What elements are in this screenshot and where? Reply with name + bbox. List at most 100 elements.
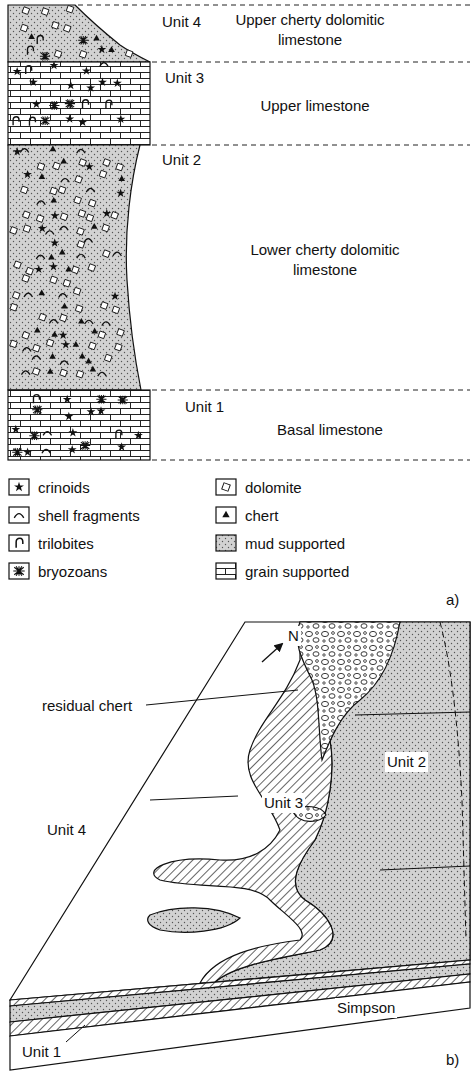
- drawing-stroke: [87, 407, 96, 415]
- drawing-stroke: [78, 36, 88, 45]
- symbol: [46, 339, 54, 347]
- figure-label: Unit 3: [165, 68, 204, 88]
- drawing-stroke: [10, 227, 18, 235]
- symbol: [10, 340, 18, 348]
- symbol: [51, 331, 58, 337]
- symbol: [28, 33, 35, 39]
- drawing-stroke: [60, 226, 69, 230]
- figure-label: Unit 4: [162, 12, 201, 32]
- symbol: [78, 210, 86, 218]
- symbol: [32, 356, 41, 360]
- drawing-stroke: [33, 395, 39, 404]
- symbol: [78, 318, 85, 324]
- symbol: [60, 158, 67, 164]
- drawing-stroke: [103, 250, 111, 258]
- symbol: [63, 395, 72, 403]
- drawing-stroke: [113, 78, 122, 86]
- drawing-stroke: [76, 370, 84, 378]
- symbol: [32, 405, 42, 414]
- symbol: [116, 430, 122, 439]
- symbol: [61, 303, 68, 309]
- drawing-stroke: [12, 292, 20, 300]
- symbol: [22, 7, 30, 15]
- symbol: [116, 163, 124, 171]
- drawing-stroke: [113, 252, 122, 256]
- drawing-stroke: [26, 66, 32, 75]
- swatch-box: [216, 535, 236, 551]
- drawing-stroke: [32, 100, 41, 108]
- drawing-stroke: [32, 405, 42, 414]
- drawing-stroke: [48, 254, 55, 260]
- drawing-stroke: [84, 239, 93, 243]
- drawing-stroke: [34, 265, 43, 273]
- drawing-stroke: [51, 331, 58, 337]
- drawing-stroke: [63, 279, 71, 287]
- drawing-stroke: [77, 228, 85, 236]
- drawing-stroke: [41, 8, 49, 16]
- symbol: [100, 63, 109, 67]
- drawing-stroke: [89, 342, 97, 350]
- symbol: [23, 211, 31, 219]
- drawing-stroke: [118, 396, 128, 405]
- symbol: [34, 265, 43, 273]
- symbol: [99, 170, 107, 178]
- drawing-stroke: [85, 358, 92, 364]
- drawing-stroke: [73, 341, 80, 347]
- symbol: [88, 264, 96, 272]
- drawing-stroke: [14, 482, 24, 491]
- swatch-box: [216, 479, 236, 495]
- drawing-stroke: [68, 445, 77, 453]
- symbol: [36, 255, 45, 259]
- drawing-stroke: [86, 188, 95, 192]
- legend-text: bryozoans: [38, 563, 107, 580]
- unit-2-outcrop: [215, 622, 470, 982]
- symbol: [97, 406, 106, 414]
- symbol: [85, 162, 94, 170]
- symbol: [59, 249, 66, 255]
- drawing-stroke: [98, 331, 106, 339]
- section-line: [150, 796, 238, 800]
- drawing-stroke: [63, 25, 71, 33]
- drawing-stroke: [50, 238, 59, 246]
- symbol: [50, 187, 58, 195]
- drawing-stroke: [152, 145, 470, 146]
- drawing-stroke: [112, 306, 120, 314]
- drawing-stroke: [29, 431, 39, 440]
- drawing-stroke: [116, 189, 125, 197]
- drawing-stroke: [77, 149, 86, 153]
- drawing-stroke: [108, 46, 115, 52]
- symbol: [12, 448, 22, 457]
- drawing-stroke: [116, 430, 122, 439]
- symbol: [108, 46, 115, 52]
- symbol: [103, 250, 111, 258]
- drawing-stroke: [40, 117, 50, 126]
- legend-swatch: [215, 562, 237, 580]
- symbol: [22, 332, 30, 340]
- symbol: [33, 395, 39, 404]
- symbol: [49, 262, 58, 270]
- symbol: [97, 45, 106, 53]
- drawing-stroke: [24, 293, 33, 297]
- drawing-stroke: [88, 264, 96, 272]
- drawing-stroke: [12, 448, 22, 457]
- front-simpson: [10, 982, 470, 1070]
- drawing-stroke: [23, 448, 32, 456]
- drawing-stroke: [79, 159, 87, 167]
- symbol: [89, 342, 97, 350]
- figure-label: Basal limestone: [245, 420, 415, 440]
- symbol: [222, 483, 231, 492]
- symbol: [13, 67, 22, 75]
- drawing-stroke: [106, 100, 112, 109]
- section-line: [380, 866, 470, 870]
- stratigraphic-column: [8, 5, 150, 460]
- symbol: [10, 227, 18, 235]
- legend-text: crinoids: [38, 479, 90, 496]
- symbol: [113, 78, 122, 86]
- symbol: [23, 225, 31, 233]
- figure-label: a): [446, 590, 459, 610]
- legend-item: trilobites: [8, 534, 94, 552]
- drawing-stroke: [37, 35, 43, 44]
- symbol: [36, 215, 44, 223]
- drawing-stroke: [59, 249, 66, 255]
- symbol: [60, 226, 69, 230]
